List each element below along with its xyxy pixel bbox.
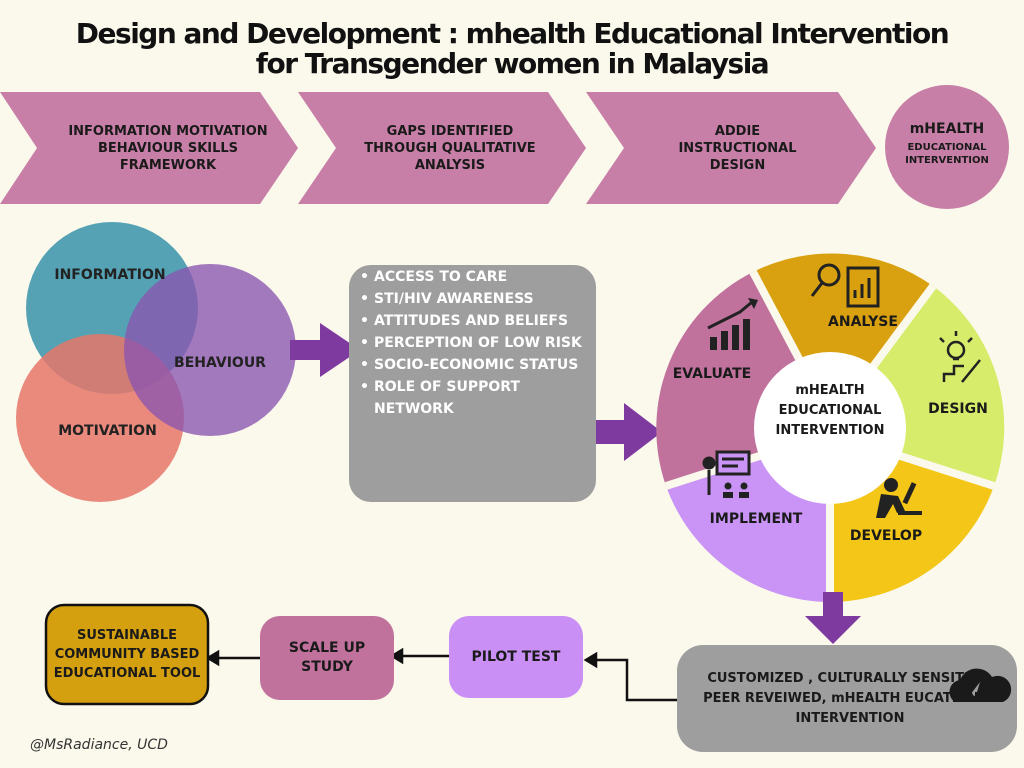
chevron-label-addie: ADDIE INSTRUCTIONAL DESIGN: [678, 123, 797, 173]
chevron-step-imb: [0, 92, 298, 204]
chevron-step-gaps: [298, 92, 586, 204]
scale-up-label: SCALE UP STUDY: [288, 640, 366, 675]
venn-label-motivation: MOTIVATION: [58, 423, 157, 439]
arrow-venn-to-list: [290, 323, 360, 377]
presenter-board-icon: [702, 450, 751, 498]
cloud-rocket-icon: [949, 668, 1012, 702]
chevron-label-imb: INFORMATION MOTIVATION BEHAVIOUR SKILLS …: [68, 123, 268, 173]
pilot-test-label: PILOT TEST: [471, 649, 561, 665]
title-line-1: Design and Development : mhealth Educati…: [75, 17, 950, 50]
growth-chart-icon: [707, 298, 758, 350]
list-item: STI/HIV AWARENESS: [352, 288, 592, 310]
addie-cycle-ring: [656, 253, 1005, 602]
title-line-2: for Transgender women in Malaysia: [255, 47, 770, 80]
cycle-center-circle: [754, 352, 906, 504]
venn-label-behaviour: BEHAVIOUR: [174, 355, 266, 371]
arrow-list-to-cycle: [596, 403, 662, 461]
sustainable-box: [44, 603, 210, 706]
venn-label-information: INFORMATION: [54, 267, 166, 283]
cycle-center-label: mHEALTH EDUCATIONAL INTERVENTION: [775, 383, 885, 438]
segment-evaluate: [656, 272, 806, 486]
person-laptop-icon: [876, 478, 922, 518]
venn-behaviour-circle: [124, 264, 296, 436]
magnifier-chart-icon: [810, 263, 880, 308]
credit-text: @MsRadiance, UCD: [30, 737, 168, 753]
arrow-cycle-to-outcome: [805, 592, 861, 644]
list-item: SOCIO-ECONOMIC STATUS: [352, 354, 592, 376]
pilot-test-box: [449, 616, 583, 698]
outcome-box: [677, 645, 1017, 752]
mhealth-end-subtitle: EDUCATIONAL INTERVENTION: [905, 142, 989, 166]
chevron-label-gaps: GAPS IDENTIFIED THROUGH QUALITATIVE ANAL…: [364, 123, 536, 173]
phase-label-implement: IMPLEMENT: [709, 511, 803, 527]
scale-up-box: [260, 616, 394, 700]
phase-label-develop: DEVELOP: [849, 528, 923, 544]
phase-label-evaluate: EVALUATE: [672, 366, 752, 382]
list-item: PERCEPTION OF LOW RISK: [352, 332, 592, 354]
list-item: ROLE OF SUPPORT NETWORK: [352, 376, 592, 420]
lightbulb-stairs-icon: [939, 331, 981, 383]
sustainable-label: SUSTAINABLE COMMUNITY BASED EDUCATIONAL …: [53, 628, 201, 681]
phase-label-analyse: ANALYSE: [828, 314, 898, 330]
mhealth-end-circle: [885, 85, 1009, 209]
gaps-list: ACCESS TO CARE STI/HIV AWARENESS ATTITUD…: [352, 266, 592, 420]
phase-label-design: DESIGN: [928, 401, 988, 417]
outcome-text: CUSTOMIZED , CULTURALLY SENSITIVE, PEER …: [703, 671, 997, 726]
mhealth-end-title: mHEALTH: [909, 121, 985, 137]
chevron-step-addie: [586, 92, 876, 204]
list-item: ATTITUDES AND BELIEFS: [352, 310, 592, 332]
list-item: ACCESS TO CARE: [352, 266, 592, 288]
